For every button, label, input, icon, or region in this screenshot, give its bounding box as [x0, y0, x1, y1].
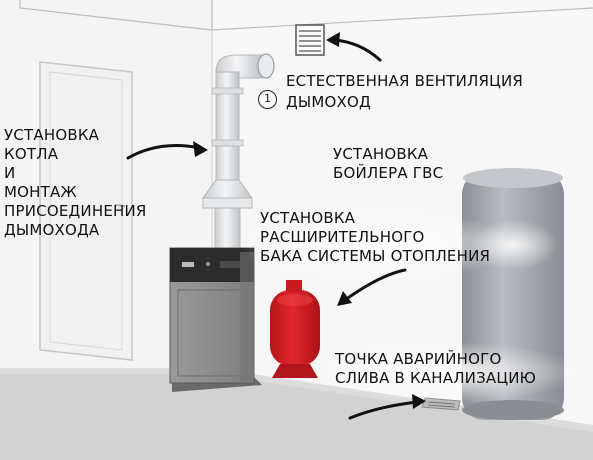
door	[39, 61, 133, 361]
chimney-number-badge: 1	[258, 90, 277, 109]
arrow-to-drain	[348, 400, 420, 420]
label-chimney: ДЫМОХОД	[286, 93, 371, 111]
floor	[0, 368, 593, 460]
gas-boiler	[169, 247, 262, 392]
arrow-heads	[193, 32, 426, 409]
label-drain-point: ТОЧКА АВАРИЙНОГО СЛИВА В КАНАЛИЗАЦИЮ	[335, 350, 537, 387]
label-boiler-install: УСТАНОВКА КОТЛА И МОНТАЖ ПРИСОЕДИНЕНИЯ Д…	[4, 126, 147, 239]
room-outline	[19, 0, 593, 31]
label-water-heater: УСТАНОВКА БОЙЛЕРА ГВС	[333, 145, 444, 182]
label-expansion-tank: УСТАНОВКА РАСШИРИТЕЛЬНОГО БАКА СИСТЕМЫ О…	[260, 209, 491, 265]
expansion-tank	[270, 280, 320, 378]
ventilation-grille	[295, 24, 325, 56]
arrow-to-tank	[343, 268, 407, 302]
label-ventilation: ЕСТЕСТВЕННАЯ ВЕНТИЛЯЦИЯ	[286, 72, 524, 90]
arrow-to-chimney	[126, 144, 202, 160]
chimney-pipe	[202, 53, 275, 249]
